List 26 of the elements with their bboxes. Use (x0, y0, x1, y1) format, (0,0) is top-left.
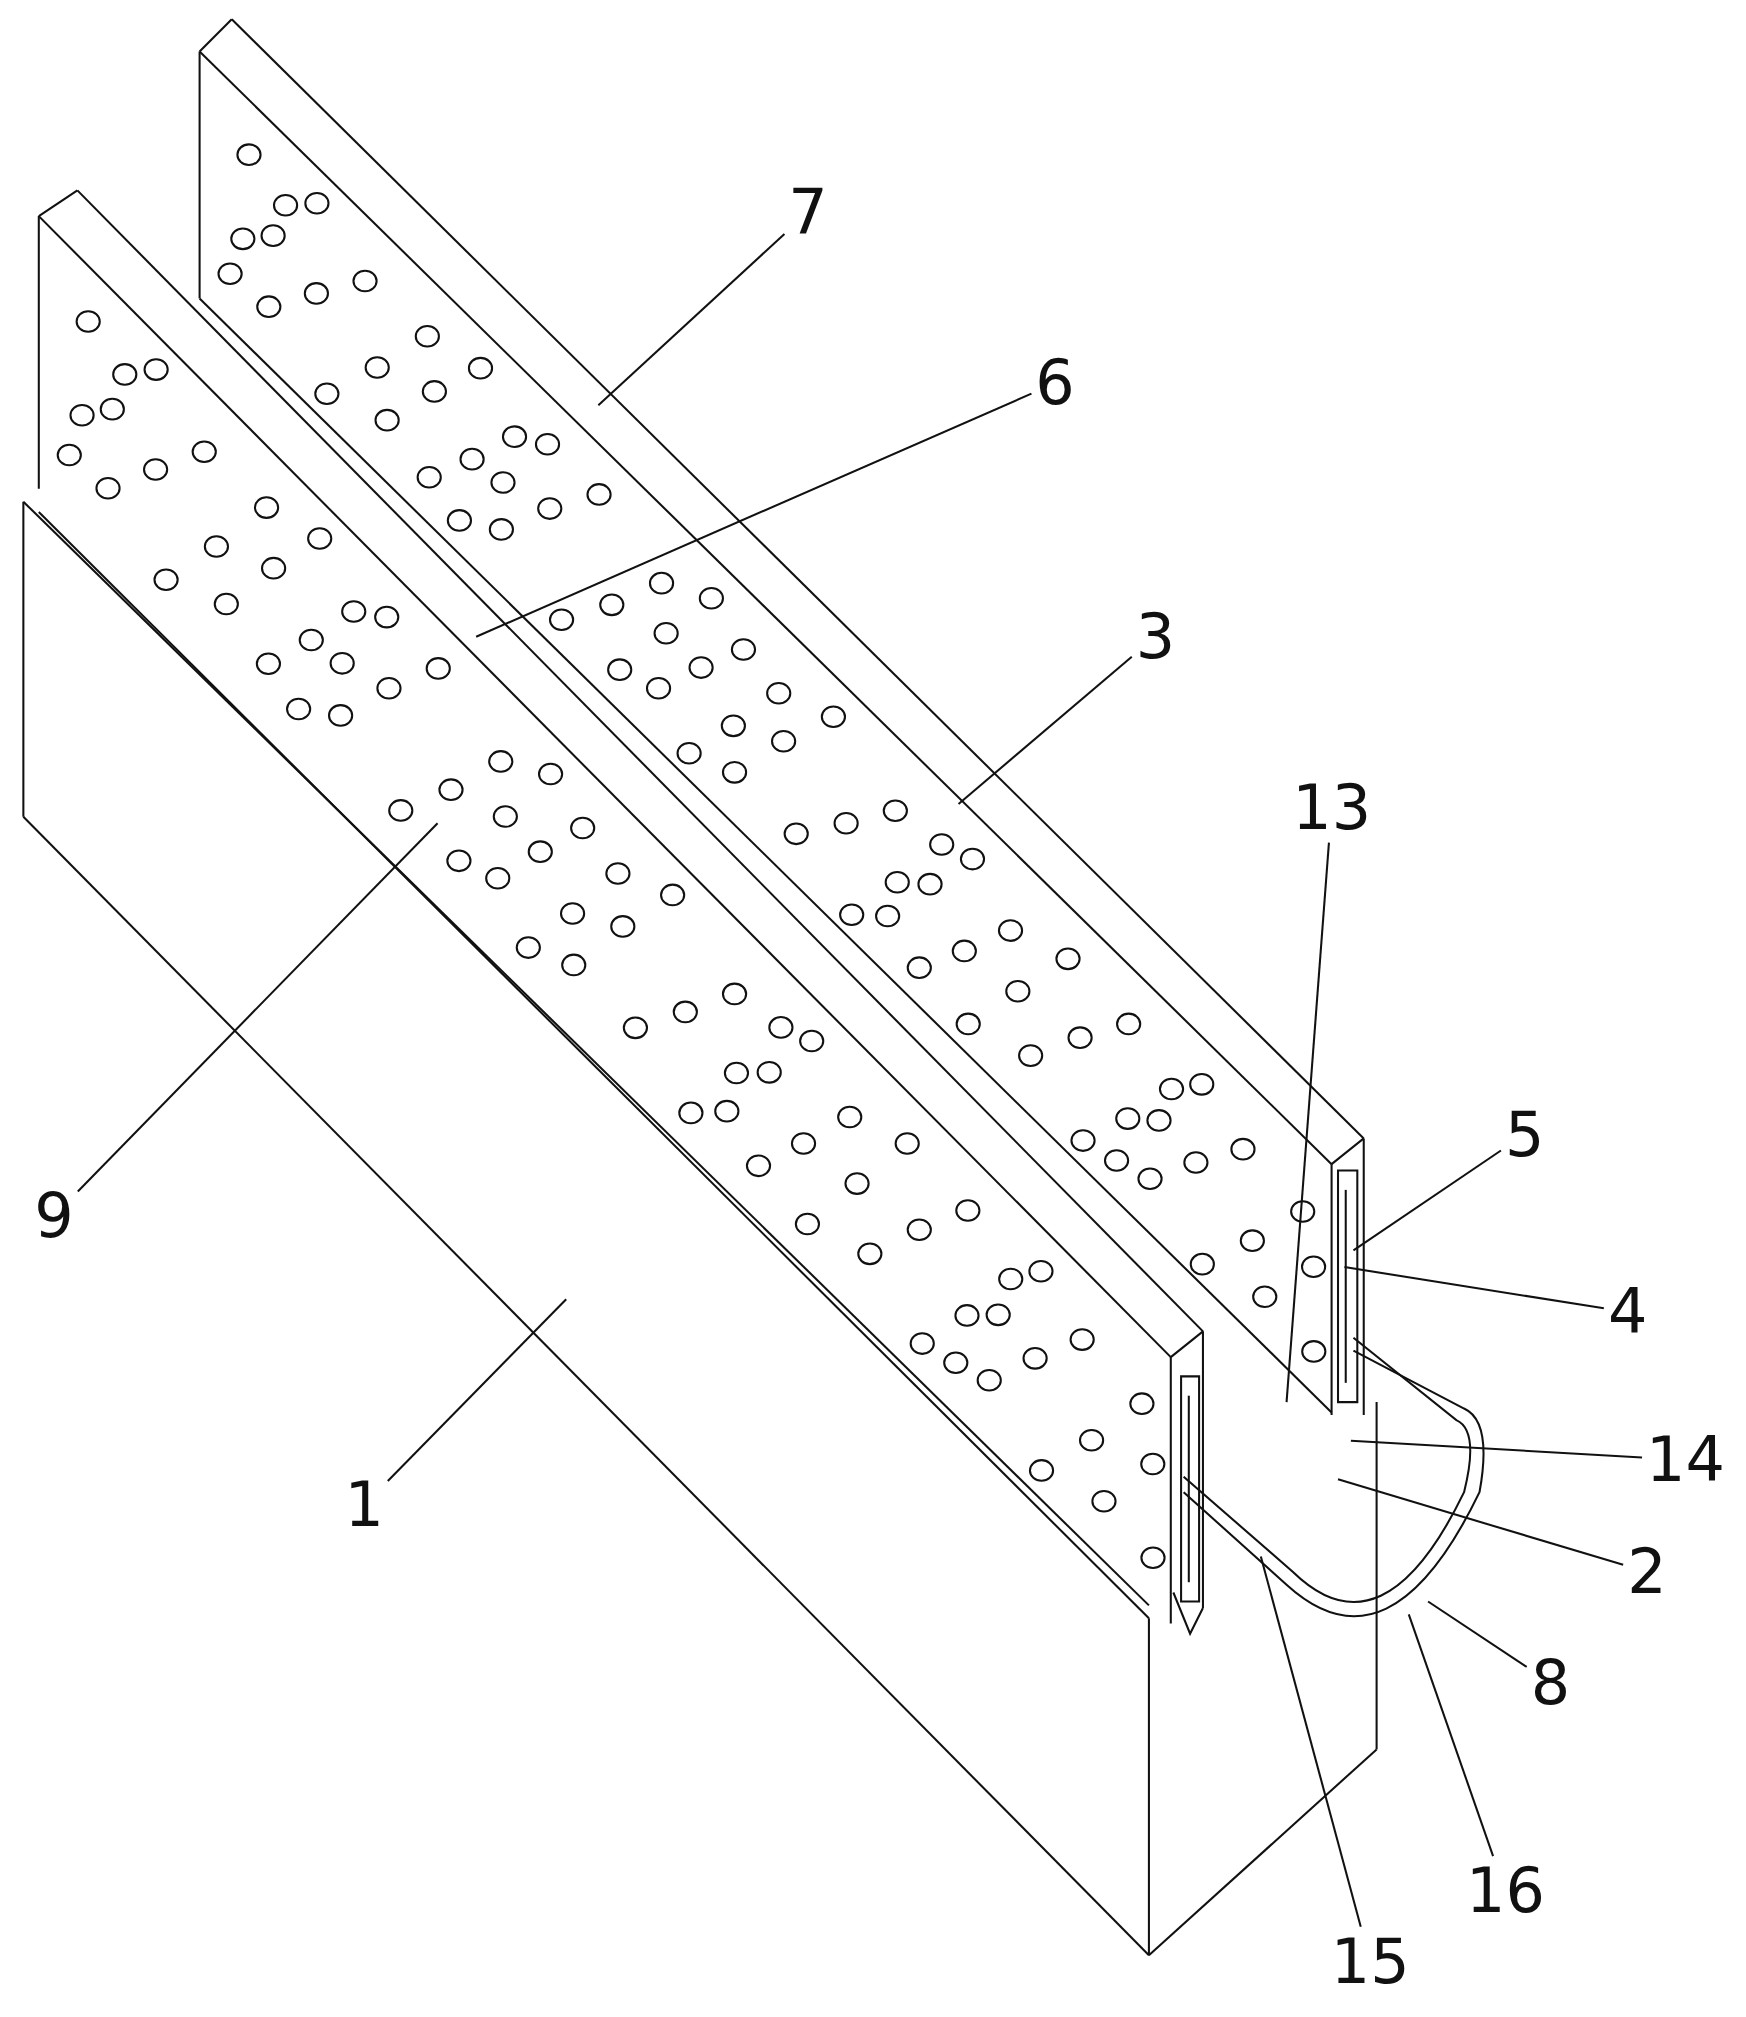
leader-line (1344, 1266, 1605, 1310)
leader-line (77, 822, 439, 1193)
leader-line (1427, 1600, 1528, 1668)
callout-number: 9 (34, 1184, 74, 1247)
callout-number: 8 (1530, 1651, 1571, 1714)
callout-number: 2 (1627, 1541, 1667, 1604)
leader-line (1337, 1478, 1624, 1566)
callout-number: 16 (1465, 1860, 1545, 1923)
callout-number: 4 (1607, 1281, 1648, 1344)
leader-line (597, 233, 786, 406)
callout-number: 7 (788, 181, 828, 244)
callout-number: 5 (1504, 1103, 1545, 1166)
leader-line (475, 392, 1032, 638)
callout-number: 3 (1135, 605, 1176, 668)
callout-number: 15 (1330, 1931, 1410, 1994)
callout-number: 1 (344, 1474, 384, 1537)
leader-line (1407, 1614, 1495, 1857)
leader-line (957, 656, 1133, 805)
leader-line (1285, 842, 1330, 1403)
callout-number: 14 (1646, 1429, 1725, 1492)
callout-number: 6 (1035, 352, 1075, 415)
leader-line (1352, 1149, 1502, 1252)
callout-number: 13 (1292, 777, 1372, 839)
leader-line (1350, 1439, 1643, 1459)
leader-line (387, 1298, 567, 1482)
leader-line (1259, 1556, 1362, 1928)
